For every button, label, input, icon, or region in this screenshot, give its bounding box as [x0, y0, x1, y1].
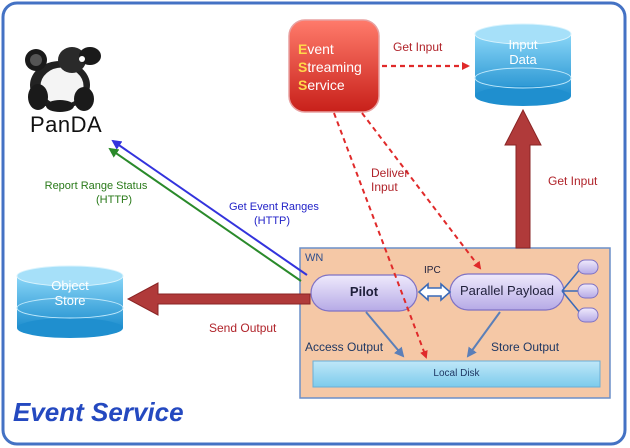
ess-letter-s2: S	[298, 77, 308, 93]
panda-logo-text: PanDA	[30, 112, 103, 137]
wn-label: WN	[305, 252, 324, 264]
ipc-label: IPC	[424, 265, 441, 276]
get-input-top-label: Get Input	[393, 40, 443, 54]
ipc-double-arrow	[417, 282, 452, 302]
store-output-label: Store Output	[491, 340, 560, 354]
object-store-line2: Store	[54, 293, 86, 308]
report-line2: (HTTP)	[96, 194, 133, 206]
ess-label: Event Streaming Service	[298, 40, 362, 94]
worker-pill-3	[577, 307, 599, 323]
input-data-label: Input Data	[475, 37, 571, 67]
get-events-line1: Get Event Ranges	[229, 201, 319, 213]
payload-label: Parallel Payload	[460, 283, 554, 298]
object-store-cylinder	[16, 265, 124, 338]
pilot-node	[310, 274, 418, 312]
panda-icon	[25, 47, 101, 112]
deliver-input-line2: Input	[371, 180, 398, 194]
get-events-line2: (HTTP)	[254, 215, 291, 227]
ess-to-disk-dashed	[333, 112, 428, 359]
ess-word-treaming: treaming	[307, 59, 362, 75]
input-data-line1: Input	[508, 37, 538, 52]
object-store-line1: Object	[51, 278, 89, 293]
ess-letter-s1: S	[298, 59, 308, 75]
get-event-ranges-line	[111, 139, 308, 276]
report-line1: Report Range Status	[44, 180, 148, 192]
local-disk-label: Local Disk	[433, 368, 480, 379]
send-output-label: Send Output	[209, 321, 277, 335]
access-output-arrow	[365, 311, 405, 358]
input-data-cylinder	[474, 23, 572, 106]
access-output-label: Access Output	[305, 340, 384, 354]
send-output-arrow	[126, 282, 311, 316]
ess-word-vent: vent	[307, 41, 334, 57]
worker-pill-1	[577, 259, 599, 275]
store-output-arrow	[466, 311, 501, 358]
input-data-line2: Data	[509, 52, 537, 67]
ess-to-payload-dashed	[361, 112, 482, 270]
deliver-input-label: Deliver Input	[371, 166, 408, 194]
worker-pill-2	[577, 283, 599, 299]
local-disk-bar	[312, 360, 601, 388]
ess-letter-e: E	[298, 41, 308, 57]
get-input-right-label: Get Input	[548, 174, 598, 188]
get-input-up-arrow	[504, 108, 542, 249]
object-store-label: Object Store	[17, 278, 123, 308]
page-title: Event Service	[13, 397, 184, 427]
deliver-input-line1: Deliver	[371, 166, 409, 180]
ess-word-ervice: ervice	[307, 77, 345, 93]
report-range-status-label: Report Range Status (HTTP)	[26, 179, 166, 207]
ess-box	[288, 19, 380, 113]
report-range-status-line	[108, 147, 302, 282]
pilot-label: Pilot	[349, 284, 379, 299]
get-event-ranges-label: Get Event Ranges (HTTP)	[229, 200, 319, 228]
